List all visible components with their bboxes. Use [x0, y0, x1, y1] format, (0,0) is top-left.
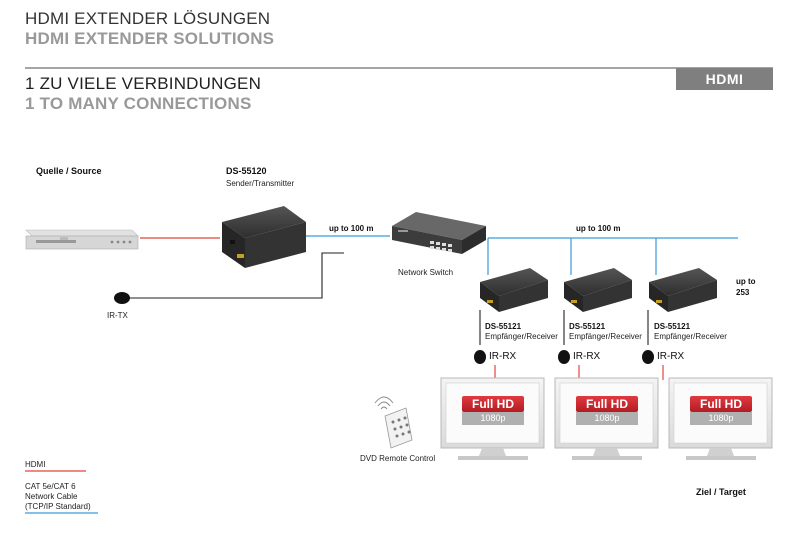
legend-hdmi: HDMI: [25, 460, 46, 469]
switch-label: Network Switch: [398, 268, 454, 277]
ir-rx-sensor-2: [558, 350, 570, 364]
fullhd-badge-1-bg: [462, 396, 524, 425]
fullhd-badge-3-bg: [690, 396, 752, 425]
ir-rx-label-3: IR-RX: [657, 351, 685, 362]
hdmi-badge: HDMI: [676, 68, 773, 90]
sender-device: [222, 206, 306, 268]
link1-label: up to 100 m: [329, 224, 374, 233]
remote-control-icon: [374, 396, 413, 449]
title-de: HDMI EXTENDER LÖSUNGEN: [25, 9, 271, 28]
resolution-2: 1080p: [594, 413, 620, 423]
ir-tx-sensor: [114, 292, 130, 304]
receiver-3-role: Empfänger/Receiver: [654, 332, 727, 341]
dvd-player-icon: [25, 229, 139, 250]
sender-role: Sender/Transmitter: [226, 179, 295, 188]
subtitle-de: 1 ZU VIELE VERBINDUNGEN: [25, 74, 262, 93]
legend-cat-line2: Network Cable: [25, 492, 78, 501]
receiver-device-3: [649, 268, 717, 312]
legend-cat-line1: CAT 5e/CAT 6: [25, 482, 76, 491]
up-to-line1: up to: [736, 277, 756, 286]
resolution-1: 1080p: [480, 413, 506, 423]
receiver-device-2: [564, 268, 632, 312]
title-en: HDMI EXTENDER SOLUTIONS: [25, 29, 275, 48]
receiver-2-model: DS-55121: [569, 322, 606, 331]
link2-label: up to 100 m: [576, 224, 621, 233]
target-label: Ziel / Target: [696, 487, 746, 497]
up-to-line2: 253: [736, 288, 750, 297]
ir-rx-label-1: IR-RX: [489, 351, 517, 362]
fullhd-badge-1: Full HD: [472, 397, 514, 411]
fullhd-badge-3: Full HD: [700, 397, 742, 411]
fullhd-badge-2: Full HD: [586, 397, 628, 411]
source-label: Quelle / Source: [36, 166, 102, 176]
resolution-3: 1080p: [708, 413, 734, 423]
legend-cat-line3: (TCP/IP Standard): [25, 502, 91, 511]
ir-rx-sensor-3: [642, 350, 654, 364]
receiver-1-model: DS-55121: [485, 322, 522, 331]
receiver-2-role: Empfänger/Receiver: [569, 332, 642, 341]
header-divider: [25, 67, 773, 69]
ir-rx-label-2: IR-RX: [573, 351, 601, 362]
ir-tx-label: IR-TX: [107, 311, 128, 320]
network-switch-device: [392, 212, 486, 254]
remote-label: DVD Remote Control: [360, 454, 436, 463]
sender-model: DS-55120: [226, 166, 267, 176]
fullhd-badge-2-bg: [576, 396, 638, 425]
receiver-device-1: [480, 268, 548, 312]
receiver-3-model: DS-55121: [654, 322, 691, 331]
subtitle-en: 1 TO MANY CONNECTIONS: [25, 94, 252, 113]
receiver-1-role: Empfänger/Receiver: [485, 332, 558, 341]
ir-tx-cable: [128, 252, 344, 299]
ir-rx-sensor-1: [474, 350, 486, 364]
